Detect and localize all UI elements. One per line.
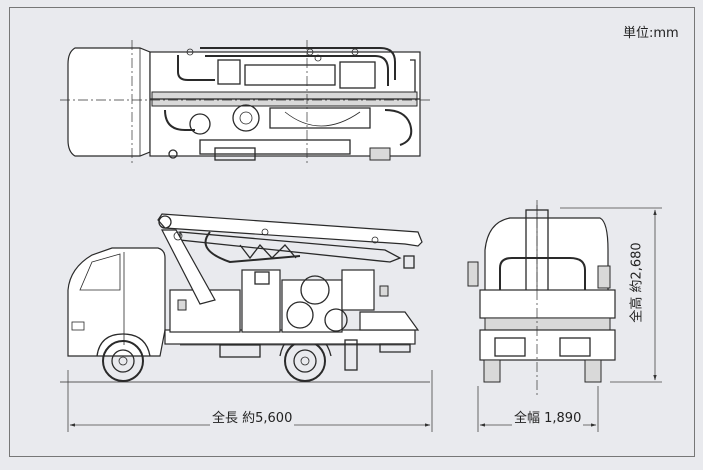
- top-view: [60, 40, 430, 164]
- overall-width-label: 全幅 1,890: [512, 407, 584, 426]
- unit-label: 単位:mm: [623, 26, 679, 41]
- rear-view: [467, 200, 616, 395]
- side-view: [60, 213, 430, 383]
- overall-length-label: 全長 約5,600: [210, 407, 295, 426]
- truck-technical-drawing: .ln { fill:none; stroke:#2a2a2a; stroke-…: [9, 7, 695, 457]
- drawing-sheet: .ln { fill:none; stroke:#2a2a2a; stroke-…: [9, 7, 695, 457]
- overall-height-label: 全高 約2,680: [625, 235, 645, 330]
